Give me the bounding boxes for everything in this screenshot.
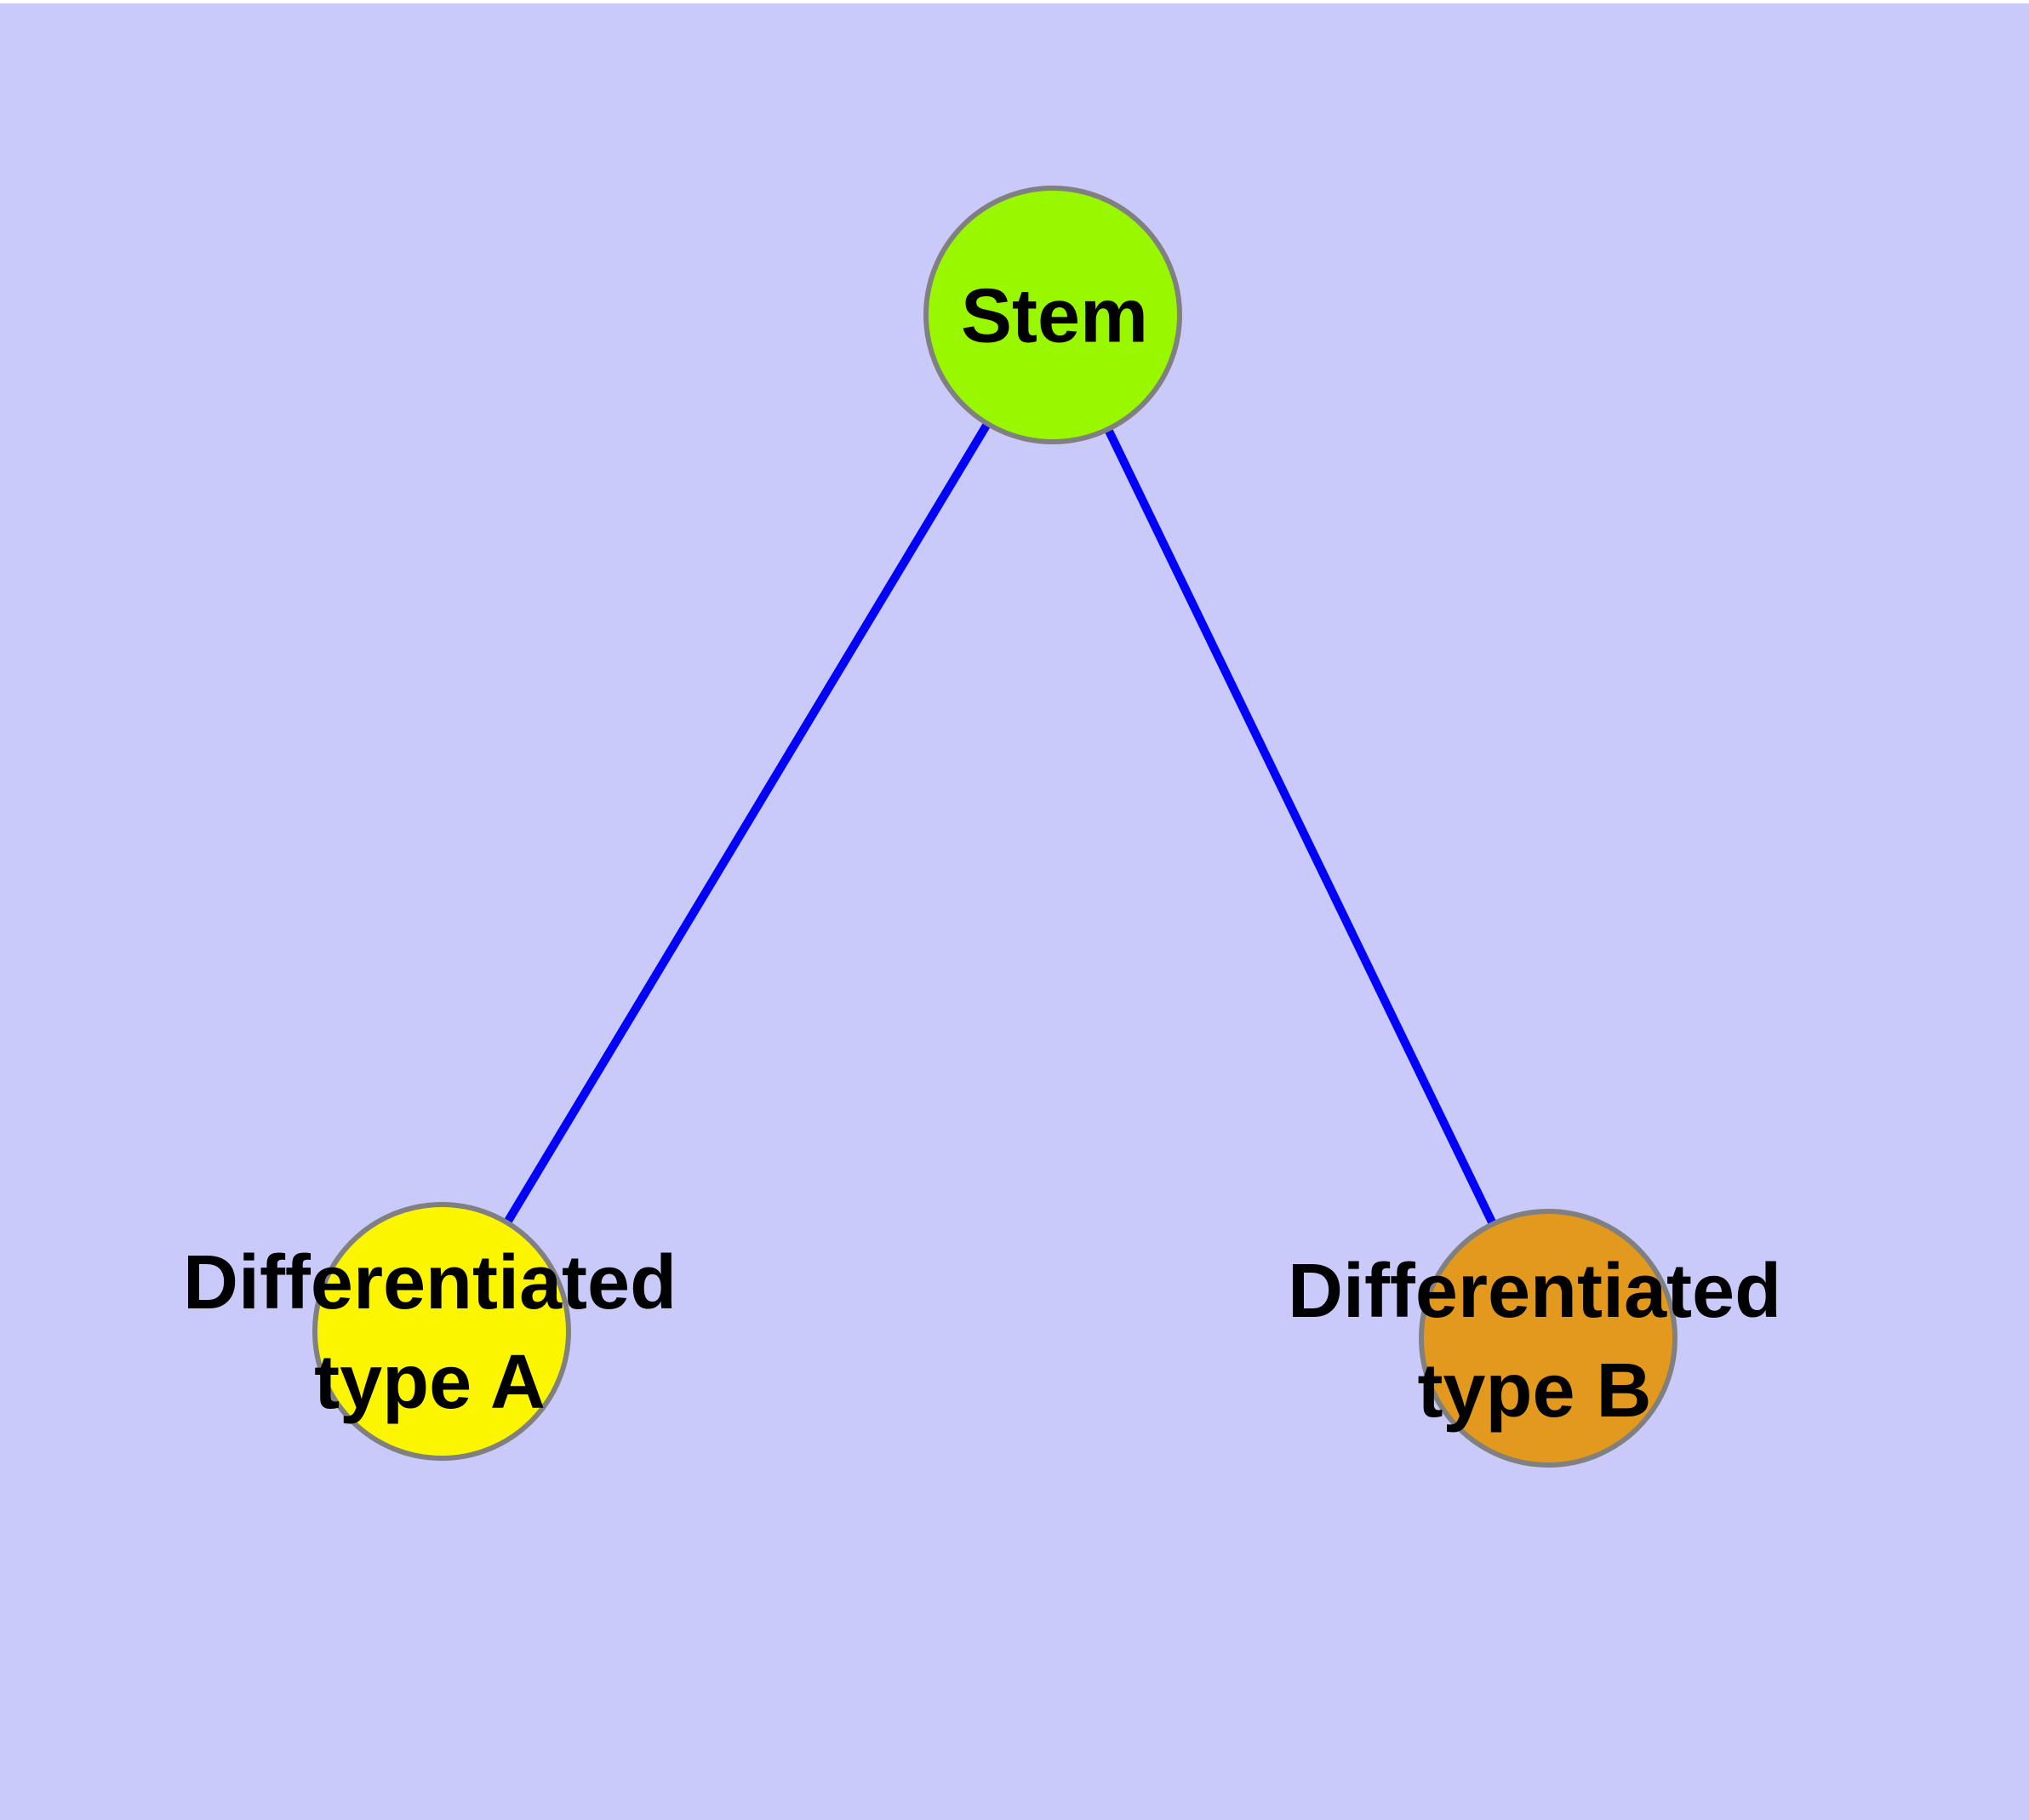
node-stem-circle xyxy=(923,186,1182,444)
node-typeB-label: Differentiated type B xyxy=(1287,1249,1782,1434)
node-typeA-circle xyxy=(312,1202,571,1461)
top-white-strip xyxy=(0,0,2029,3)
edge-stem-typeB xyxy=(1049,312,1552,1341)
node-typeB-circle xyxy=(1419,1209,1677,1468)
edge-stem-typeA xyxy=(437,312,1057,1334)
node-typeA-label: Differentiated type A xyxy=(182,1240,677,1425)
node-stem-label: Stem xyxy=(960,273,1149,359)
